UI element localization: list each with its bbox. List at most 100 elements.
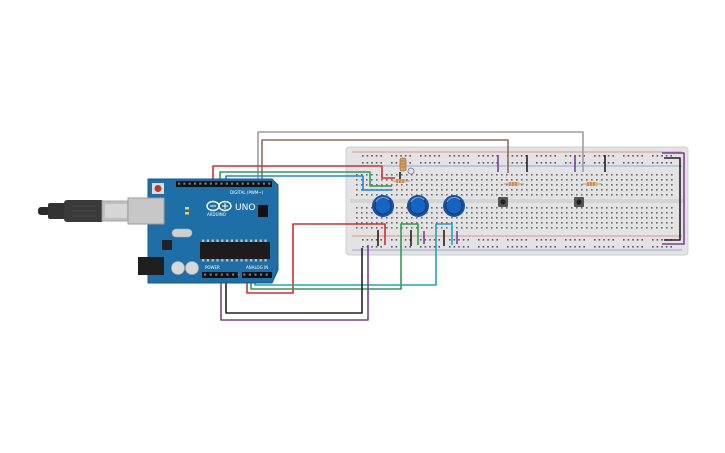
terminal-hole (361, 227, 363, 229)
terminal-hole (531, 222, 533, 224)
terminal-hole (521, 174, 523, 176)
terminal-hole (511, 194, 513, 196)
terminal-hole (371, 207, 373, 209)
terminal-hole (431, 179, 433, 181)
terminal-hole (356, 194, 358, 196)
terminal-hole (366, 212, 368, 214)
terminal-hole (446, 174, 448, 176)
terminal-hole (486, 207, 488, 209)
terminal-hole (456, 179, 458, 181)
breadboard[interactable] (345, 146, 689, 256)
rail-hole (467, 246, 469, 248)
terminal-hole (521, 179, 523, 181)
terminal-hole (451, 174, 453, 176)
terminal-hole (451, 222, 453, 224)
pushbutton-2[interactable] (574, 197, 584, 207)
wire-red-top[interactable] (212, 165, 395, 185)
potentiometer-2[interactable] (407, 195, 429, 217)
potentiometer-1[interactable] (372, 195, 394, 217)
terminal-hole (611, 227, 613, 229)
rail-hole (569, 162, 572, 164)
terminal-hole (396, 194, 398, 196)
wire-green-bottom[interactable] (250, 223, 419, 290)
usb-cable[interactable] (38, 200, 131, 222)
terminal-hole (396, 189, 398, 191)
terminal-hole (651, 184, 653, 186)
terminal-hole (561, 184, 563, 186)
photoresistor[interactable] (399, 157, 415, 175)
potentiometer-3[interactable] (443, 195, 465, 217)
wire-red-bottom[interactable] (246, 223, 386, 294)
terminal-hole (556, 194, 558, 196)
terminal-hole (486, 217, 488, 219)
terminal-hole (421, 179, 423, 181)
terminal-hole (366, 222, 368, 224)
terminal-hole (586, 212, 588, 214)
terminal-hole (521, 194, 523, 196)
rail-hole (375, 162, 378, 164)
rail-hole (395, 162, 398, 164)
terminal-hole (411, 189, 413, 191)
terminal-hole (376, 179, 378, 181)
arduino-uno[interactable]: UNO ARDUINO DIGITAL (PWM~) POWER ANALOG … (127, 178, 279, 284)
terminal-hole (466, 179, 468, 181)
terminal-hole (471, 227, 473, 229)
rail-hole (623, 162, 625, 164)
terminal-hole (601, 222, 603, 224)
terminal-hole (651, 212, 653, 214)
terminal-hole (616, 179, 618, 181)
rail-hole (578, 162, 581, 164)
terminal-hole (466, 174, 468, 176)
resistor-3[interactable] (392, 179, 410, 183)
terminal-hole (386, 194, 388, 196)
terminal-hole (371, 184, 373, 186)
rail-hole (462, 246, 465, 248)
terminal-hole (371, 179, 373, 181)
rail-hole (380, 162, 382, 164)
terminal-hole (386, 222, 388, 224)
wire-purple-left[interactable] (220, 245, 369, 321)
rail-hole (482, 162, 485, 164)
rail-hole (511, 162, 514, 164)
terminal-hole (476, 174, 478, 176)
terminal-hole (481, 217, 483, 219)
rail-hole (391, 162, 393, 164)
terminal-hole (541, 174, 543, 176)
rail-hole (409, 155, 411, 157)
terminal-hole (541, 179, 543, 181)
terminal-hole (401, 207, 403, 209)
terminal-hole (596, 189, 598, 191)
pushbutton-1[interactable] (498, 197, 508, 207)
resistor-1[interactable] (504, 182, 524, 186)
terminal-hole (626, 194, 628, 196)
terminal-hole (631, 227, 633, 229)
wire-gray[interactable] (257, 131, 584, 185)
terminal-hole (526, 217, 528, 219)
terminal-hole (456, 194, 458, 196)
terminal-hole (416, 222, 418, 224)
terminal-hole (556, 227, 558, 229)
terminal-hole (651, 179, 653, 181)
wire-purple-right[interactable] (662, 152, 685, 245)
rail-hole (487, 162, 489, 164)
resistor-2[interactable] (582, 182, 602, 186)
rail-hole (578, 155, 581, 157)
terminal-hole (606, 194, 608, 196)
rail-hole (549, 162, 552, 164)
rail-hole (395, 155, 398, 157)
terminal-hole (451, 184, 453, 186)
wire-green-top[interactable] (219, 171, 392, 187)
terminal-hole (526, 222, 528, 224)
rail-hole (540, 239, 543, 241)
terminal-hole (606, 207, 608, 209)
terminal-hole (581, 207, 583, 209)
terminal-hole (586, 207, 588, 209)
rail-hole (507, 239, 509, 241)
wire-black[interactable] (225, 248, 363, 314)
terminal-hole (571, 217, 573, 219)
terminal-hole (426, 212, 428, 214)
wire-black-right[interactable] (664, 157, 681, 241)
wire-brown[interactable] (261, 139, 509, 185)
terminal-hole (646, 194, 648, 196)
